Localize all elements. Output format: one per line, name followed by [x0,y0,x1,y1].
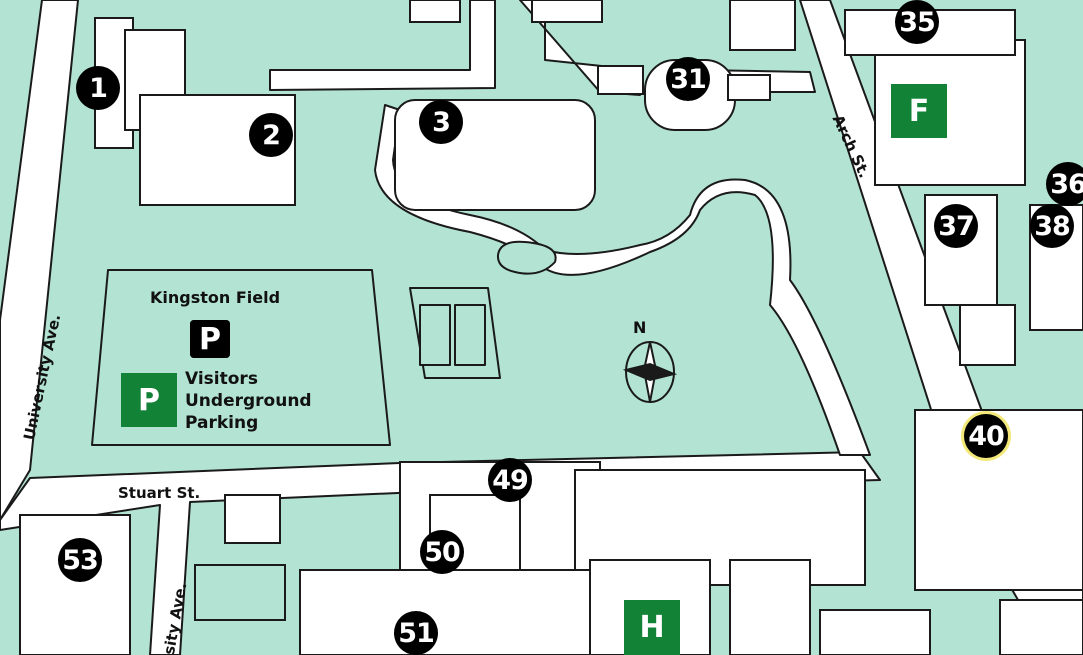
building-marker-40[interactable]: 40 [964,414,1008,458]
building-marker-1[interactable]: 1 [76,66,120,110]
university-ave-road [0,0,79,521]
site-h-marker[interactable]: H [624,600,680,655]
building-marker-37[interactable]: 37 [934,204,978,248]
site-f-marker[interactable]: F [891,84,947,138]
building-marker-2[interactable]: 2 [249,113,293,157]
compass-north-label: N [633,318,647,337]
building-53-shape [19,514,131,655]
building-marker-50[interactable]: 50 [420,530,464,574]
building-marker-38[interactable]: 38 [1030,204,1074,248]
street-label-stuart: Stuart St. [118,484,201,502]
north-road [269,0,496,91]
loop-walkway [496,240,557,275]
building-51-shape [299,569,596,655]
building-marker-35[interactable]: 35 [895,0,939,44]
building-marker-3[interactable]: 3 [419,100,463,144]
visitors-parking-symbol[interactable]: P [121,373,177,427]
building-marker-49[interactable]: 49 [488,458,532,502]
central-walkway [374,104,871,456]
building-marker-53[interactable]: 53 [58,538,102,582]
compass-rose [622,341,678,403]
building-marker-31[interactable]: 31 [666,57,710,101]
kingston-parking-symbol[interactable]: P [190,320,230,358]
visitors-parking-label: Visitors Underground Parking [185,369,312,433]
building-marker-36[interactable]: 36 [1046,162,1083,206]
parking-lot-small [194,564,286,621]
kingston-field-label: Kingston Field [150,288,281,307]
building-marker-51[interactable]: 51 [394,611,438,655]
